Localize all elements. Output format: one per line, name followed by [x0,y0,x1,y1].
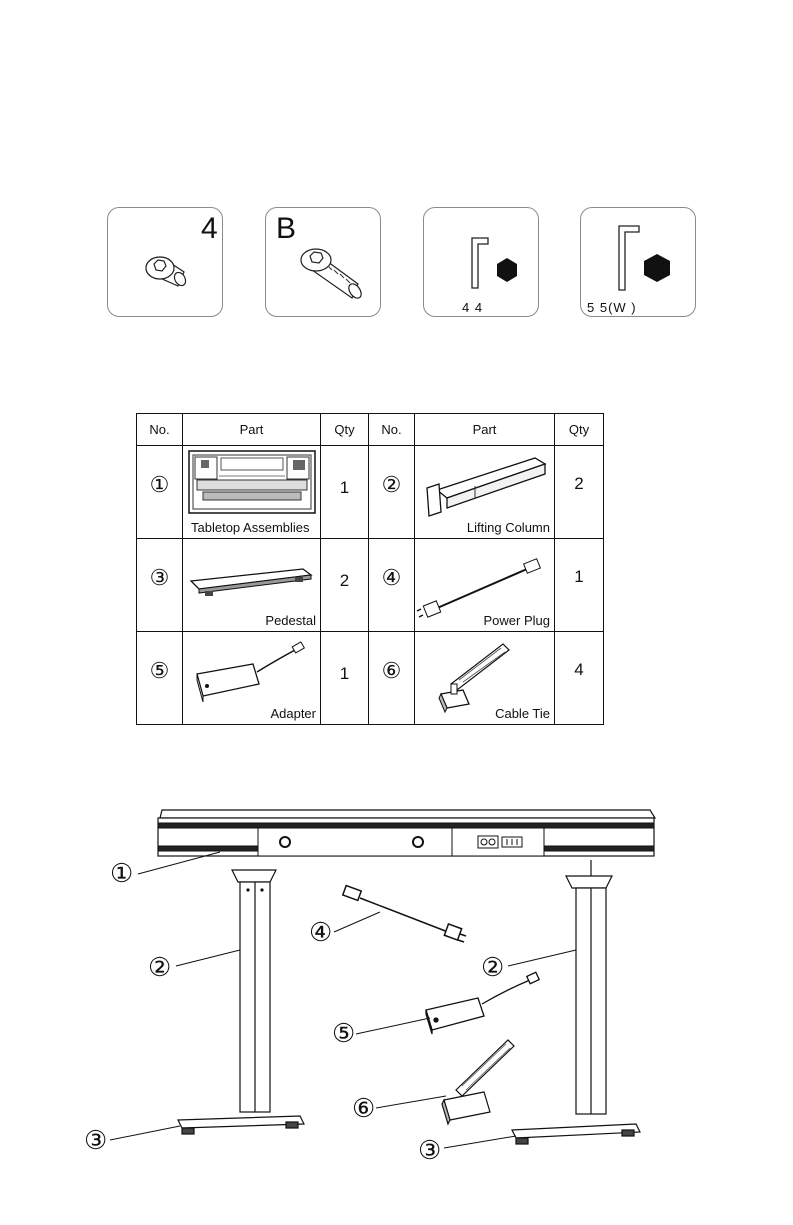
callout-2-right: ② [481,954,504,980]
part-name: Cable Tie [495,706,550,721]
part-qty: 4 [555,660,603,680]
table-header-row: No. Part Qty No. Part Qty [137,414,604,446]
part-number: ② [369,472,414,498]
callout-6: ⑥ [352,1095,375,1121]
hardware-box-hex-key-4: 4 4 [423,207,539,317]
part-name: Power Plug [484,613,550,628]
column-header-part: Part [415,414,555,446]
parts-table: No. Part Qty No. Part Qty ① [136,413,604,725]
cable-tie-drawing [442,1040,514,1124]
hardware-caption: 5 5(W ) [587,300,637,315]
part-qty: 1 [555,567,603,587]
column-header-qty: Qty [321,414,369,446]
callout-3-right: ③ [418,1137,441,1163]
part-name: Lifting Column [467,520,550,535]
part-qty: 1 [321,478,368,498]
part-qty: 2 [555,474,603,494]
callout-4: ④ [309,919,332,945]
callout-2-left: ② [148,954,171,980]
table-row: ① Tabletop Assemblies 1 ② [137,446,604,539]
left-lifting-column-drawing [232,870,276,1112]
part-qty: 1 [321,664,368,684]
part-name: Tabletop Assemblies [191,520,310,535]
column-header-no: No. [369,414,415,446]
hardware-box-hex-key-5: 5 5(W ) [580,207,696,317]
table-row: ③ Pedestal 2 ④ P [137,539,604,632]
pedestal-drawing [178,1116,640,1144]
callout-3-left: ③ [84,1127,107,1153]
column-header-no: No. [137,414,183,446]
part-number: ① [137,472,182,498]
part-number: ③ [137,565,182,591]
screw-icon [108,208,224,318]
hardware-box-screw-a: 4 [107,207,223,317]
exploded-assembly-diagram [0,790,793,1220]
hardware-box-screw-b: B [265,207,381,317]
part-qty: 2 [321,571,368,591]
hardware-caption: 4 4 [462,300,483,315]
part-name: Adapter [270,706,316,721]
part-number: ⑥ [369,658,414,684]
part-number: ⑤ [137,658,182,684]
part-number: ④ [369,565,414,591]
callout-1: ① [110,860,133,886]
callout-5: ⑤ [332,1020,355,1046]
column-header-part: Part [183,414,321,446]
bolt-icon [266,208,382,318]
table-row: ⑤ Adapter 1 ⑥ [137,632,604,725]
power-plug-drawing [343,886,466,942]
tabletop-drawing [158,810,655,856]
part-name: Pedestal [265,613,316,628]
callout-leader-lines [110,852,576,1148]
column-header-qty: Qty [555,414,604,446]
right-lifting-column-drawing [566,860,612,1114]
